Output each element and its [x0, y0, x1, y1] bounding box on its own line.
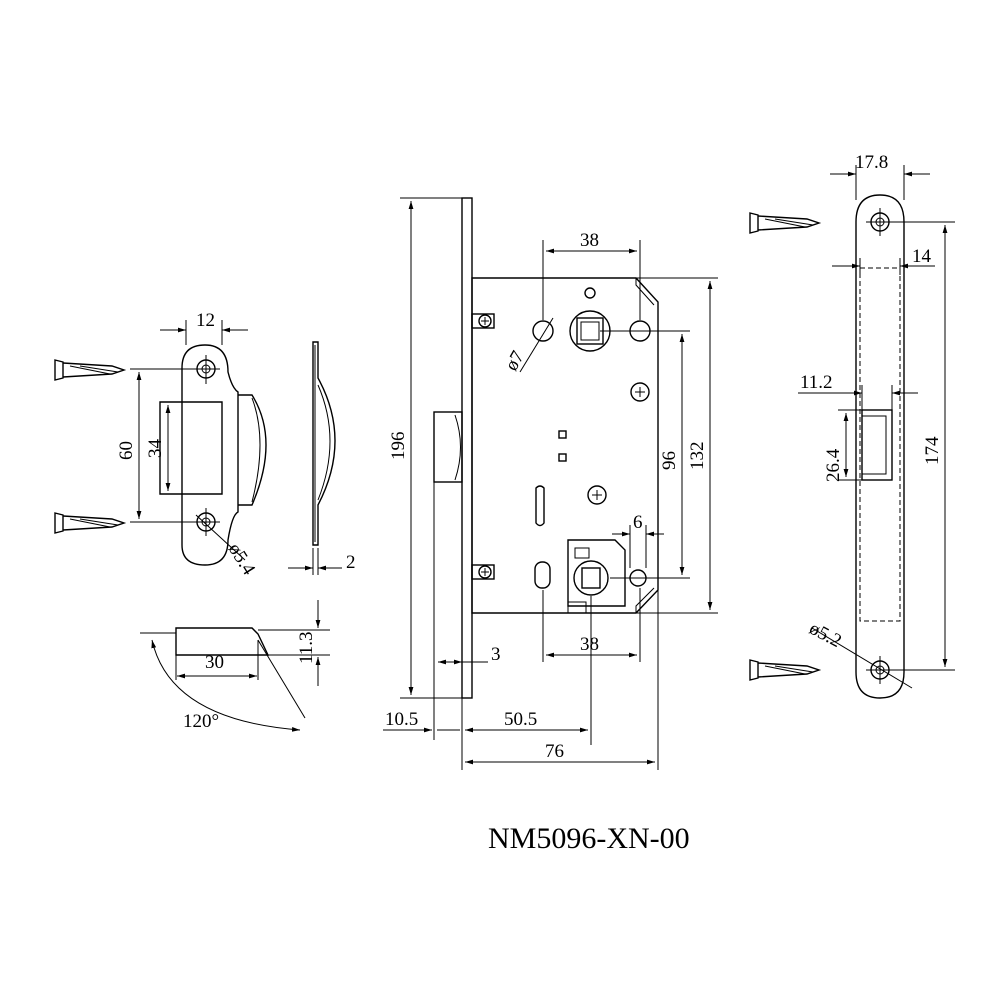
dim-faceplate-inner-width: 14 — [912, 246, 932, 267]
lock-body-dimensions: 196 38 ø7 96 132 6 38 3 — [383, 197, 718, 770]
dim-latch-length: 30 — [205, 652, 224, 673]
case-screw-bottom — [471, 564, 495, 580]
dim-case-height: 132 — [687, 442, 708, 471]
faceplate-screw-bottom — [749, 659, 822, 681]
indicator-square-1 — [558, 430, 567, 439]
dim-case-depth: 76 — [545, 741, 564, 762]
dim-strike-opening: 34 — [145, 439, 166, 459]
rivet-lower — [587, 485, 607, 505]
dim-faceplate-offset: 10.5 — [385, 709, 418, 730]
cylinder-housing — [567, 539, 626, 607]
dim-strike-hole-spacing: 60 — [116, 441, 137, 460]
small-hole-top — [584, 287, 596, 299]
dim-cylinder-offset: 6 — [633, 512, 643, 533]
dim-spindle-to-cylinder: 96 — [659, 451, 680, 470]
case-screw-top — [471, 313, 495, 329]
dim-cylinder-hole-spacing: 38 — [580, 634, 599, 655]
fixing-hole-left — [532, 320, 554, 342]
faceplate-screw-top — [749, 212, 822, 234]
dim-hole-dia: ø7 — [501, 348, 529, 375]
vertical-slot — [535, 485, 545, 527]
dim-latch-angle: 120° — [183, 711, 219, 732]
dim-backset: 50.5 — [504, 709, 537, 730]
faceplate-side — [461, 197, 473, 699]
lock-body-view — [433, 197, 659, 699]
dim-latch-slot-width: 11.2 — [800, 372, 833, 393]
latch-slot — [861, 409, 893, 481]
dim-faceplate-hole-dia: ø5.2 — [806, 618, 845, 652]
latch-bolt-side — [433, 411, 463, 483]
strike-screw-bottom — [54, 512, 127, 534]
dim-latch-height: 11.3 — [296, 631, 317, 664]
strike-plate-front-view — [159, 344, 267, 566]
strike-screw-top — [54, 359, 127, 381]
dim-follower-to-hole: 38 — [580, 230, 599, 251]
dim-strike-width: 12 — [196, 310, 215, 331]
dim-latch-slot-height: 26.4 — [823, 448, 844, 482]
rivet-upper — [630, 382, 650, 402]
dim-faceplate-hole-spacing: 174 — [922, 436, 943, 465]
dim-strike-thickness: 2 — [346, 552, 356, 573]
latch-top-view: 30 11.3 120° — [140, 600, 330, 732]
dim-lock-height: 196 — [388, 432, 409, 461]
faceplate-front-view — [855, 194, 905, 699]
indicator-square-2 — [558, 453, 567, 462]
faceplate-dimensions: 17.8 14 11.2 26.4 174 ø5.2 — [798, 152, 955, 689]
dim-faceplate-gap: 3 — [491, 644, 501, 665]
oval-hole-bottom — [534, 561, 551, 589]
dim-faceplate-width: 17.8 — [855, 152, 888, 173]
cylinder-hole — [573, 560, 609, 596]
strike-plate-side-view: 2 — [288, 341, 356, 575]
drawing-title: NM5096-XN-00 — [488, 822, 690, 855]
cylinder-square — [581, 567, 601, 589]
